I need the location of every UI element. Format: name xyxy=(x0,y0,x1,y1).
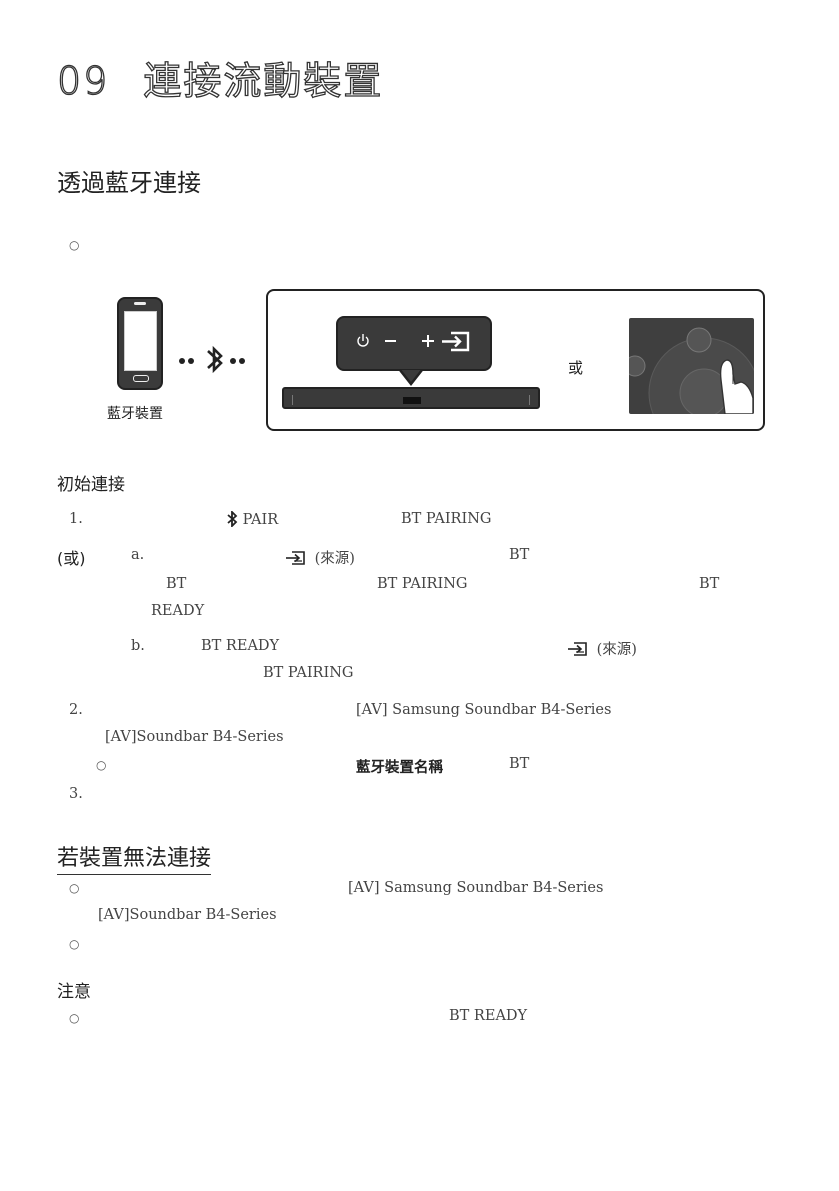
step-b-source: (來源) xyxy=(566,638,637,659)
step1-number: 1. xyxy=(69,511,83,527)
section-title-connection-failed: 若裝置無法連接 xyxy=(57,840,212,875)
section1-bullet: ○ xyxy=(69,238,80,252)
note-bullet: ○ xyxy=(69,1011,80,1025)
step-a-bt2: BT xyxy=(166,576,187,592)
step1-bt-pairing: BT PAIRING xyxy=(401,511,492,527)
step2-device-name-2: [AV]Soundbar B4-Series xyxy=(105,729,284,745)
soundbar-illustration xyxy=(282,387,540,409)
soundbar-figure-frame xyxy=(266,289,765,431)
fail-bullet-1: ○ xyxy=(69,881,80,895)
note-bt-ready: BT READY xyxy=(449,1008,528,1024)
step2-bt: BT xyxy=(509,756,530,772)
step-a-bt3: BT xyxy=(699,576,720,592)
power-icon xyxy=(357,334,369,347)
step-a-letter: a. xyxy=(131,547,145,563)
bluetooth-link-icon xyxy=(179,345,245,374)
step2-device-name-1: [AV] Samsung Soundbar B4-Series xyxy=(356,702,612,718)
panel-buttons xyxy=(357,331,470,352)
fail-device-name-2: [AV]Soundbar B4-Series xyxy=(98,907,277,923)
step3-number: 3. xyxy=(69,786,83,802)
source-icon xyxy=(286,551,305,565)
section-title-bluetooth: 透過藍牙連接 xyxy=(57,169,201,197)
chapter-title: 09 連接流動裝置 xyxy=(56,50,384,105)
pair-label: PAIR xyxy=(242,512,279,528)
step2-number: 2. xyxy=(69,702,83,718)
fail-device-name-1: [AV] Samsung Soundbar B4-Series xyxy=(348,880,604,896)
callout-pointer xyxy=(399,369,423,387)
remote-hand-icon xyxy=(629,327,754,414)
note-title: 注意 xyxy=(57,982,91,1002)
step-a-bt-pairing: BT PAIRING xyxy=(377,576,468,592)
bluetooth-device-name-label: 藍牙裝置名稱 xyxy=(356,760,443,776)
source-label: (來源) xyxy=(596,642,637,658)
phone-illustration xyxy=(117,297,163,390)
fail-bullet-2: ○ xyxy=(69,937,80,951)
source-icon xyxy=(568,642,587,656)
chapter-number: 09 xyxy=(56,58,110,103)
step-a-bt1: BT xyxy=(509,547,530,563)
step2-bullet: ○ xyxy=(96,758,107,772)
step-b-bt-pairing: BT PAIRING xyxy=(263,665,354,681)
step1-pair: PAIR xyxy=(226,511,278,528)
source-label: (來源) xyxy=(314,551,355,567)
bluetooth-icon xyxy=(227,511,238,527)
step-b-bt-ready: BT READY xyxy=(201,638,280,654)
step-b-letter: b. xyxy=(131,638,145,654)
plus-icon xyxy=(422,335,434,347)
or-option-label: (或) xyxy=(57,549,86,568)
step-a-ready: READY xyxy=(151,603,205,619)
initial-connection-title: 初始連接 xyxy=(57,475,125,495)
soundbar-button-panel xyxy=(336,316,492,371)
step-a-source: (來源) xyxy=(284,547,355,568)
chapter-heading: 連接流動裝置 xyxy=(143,58,384,103)
source-icon xyxy=(442,331,470,352)
or-label: 或 xyxy=(568,359,584,377)
phone-label: 藍牙裝置 xyxy=(107,406,163,422)
remote-illustration xyxy=(629,318,754,414)
